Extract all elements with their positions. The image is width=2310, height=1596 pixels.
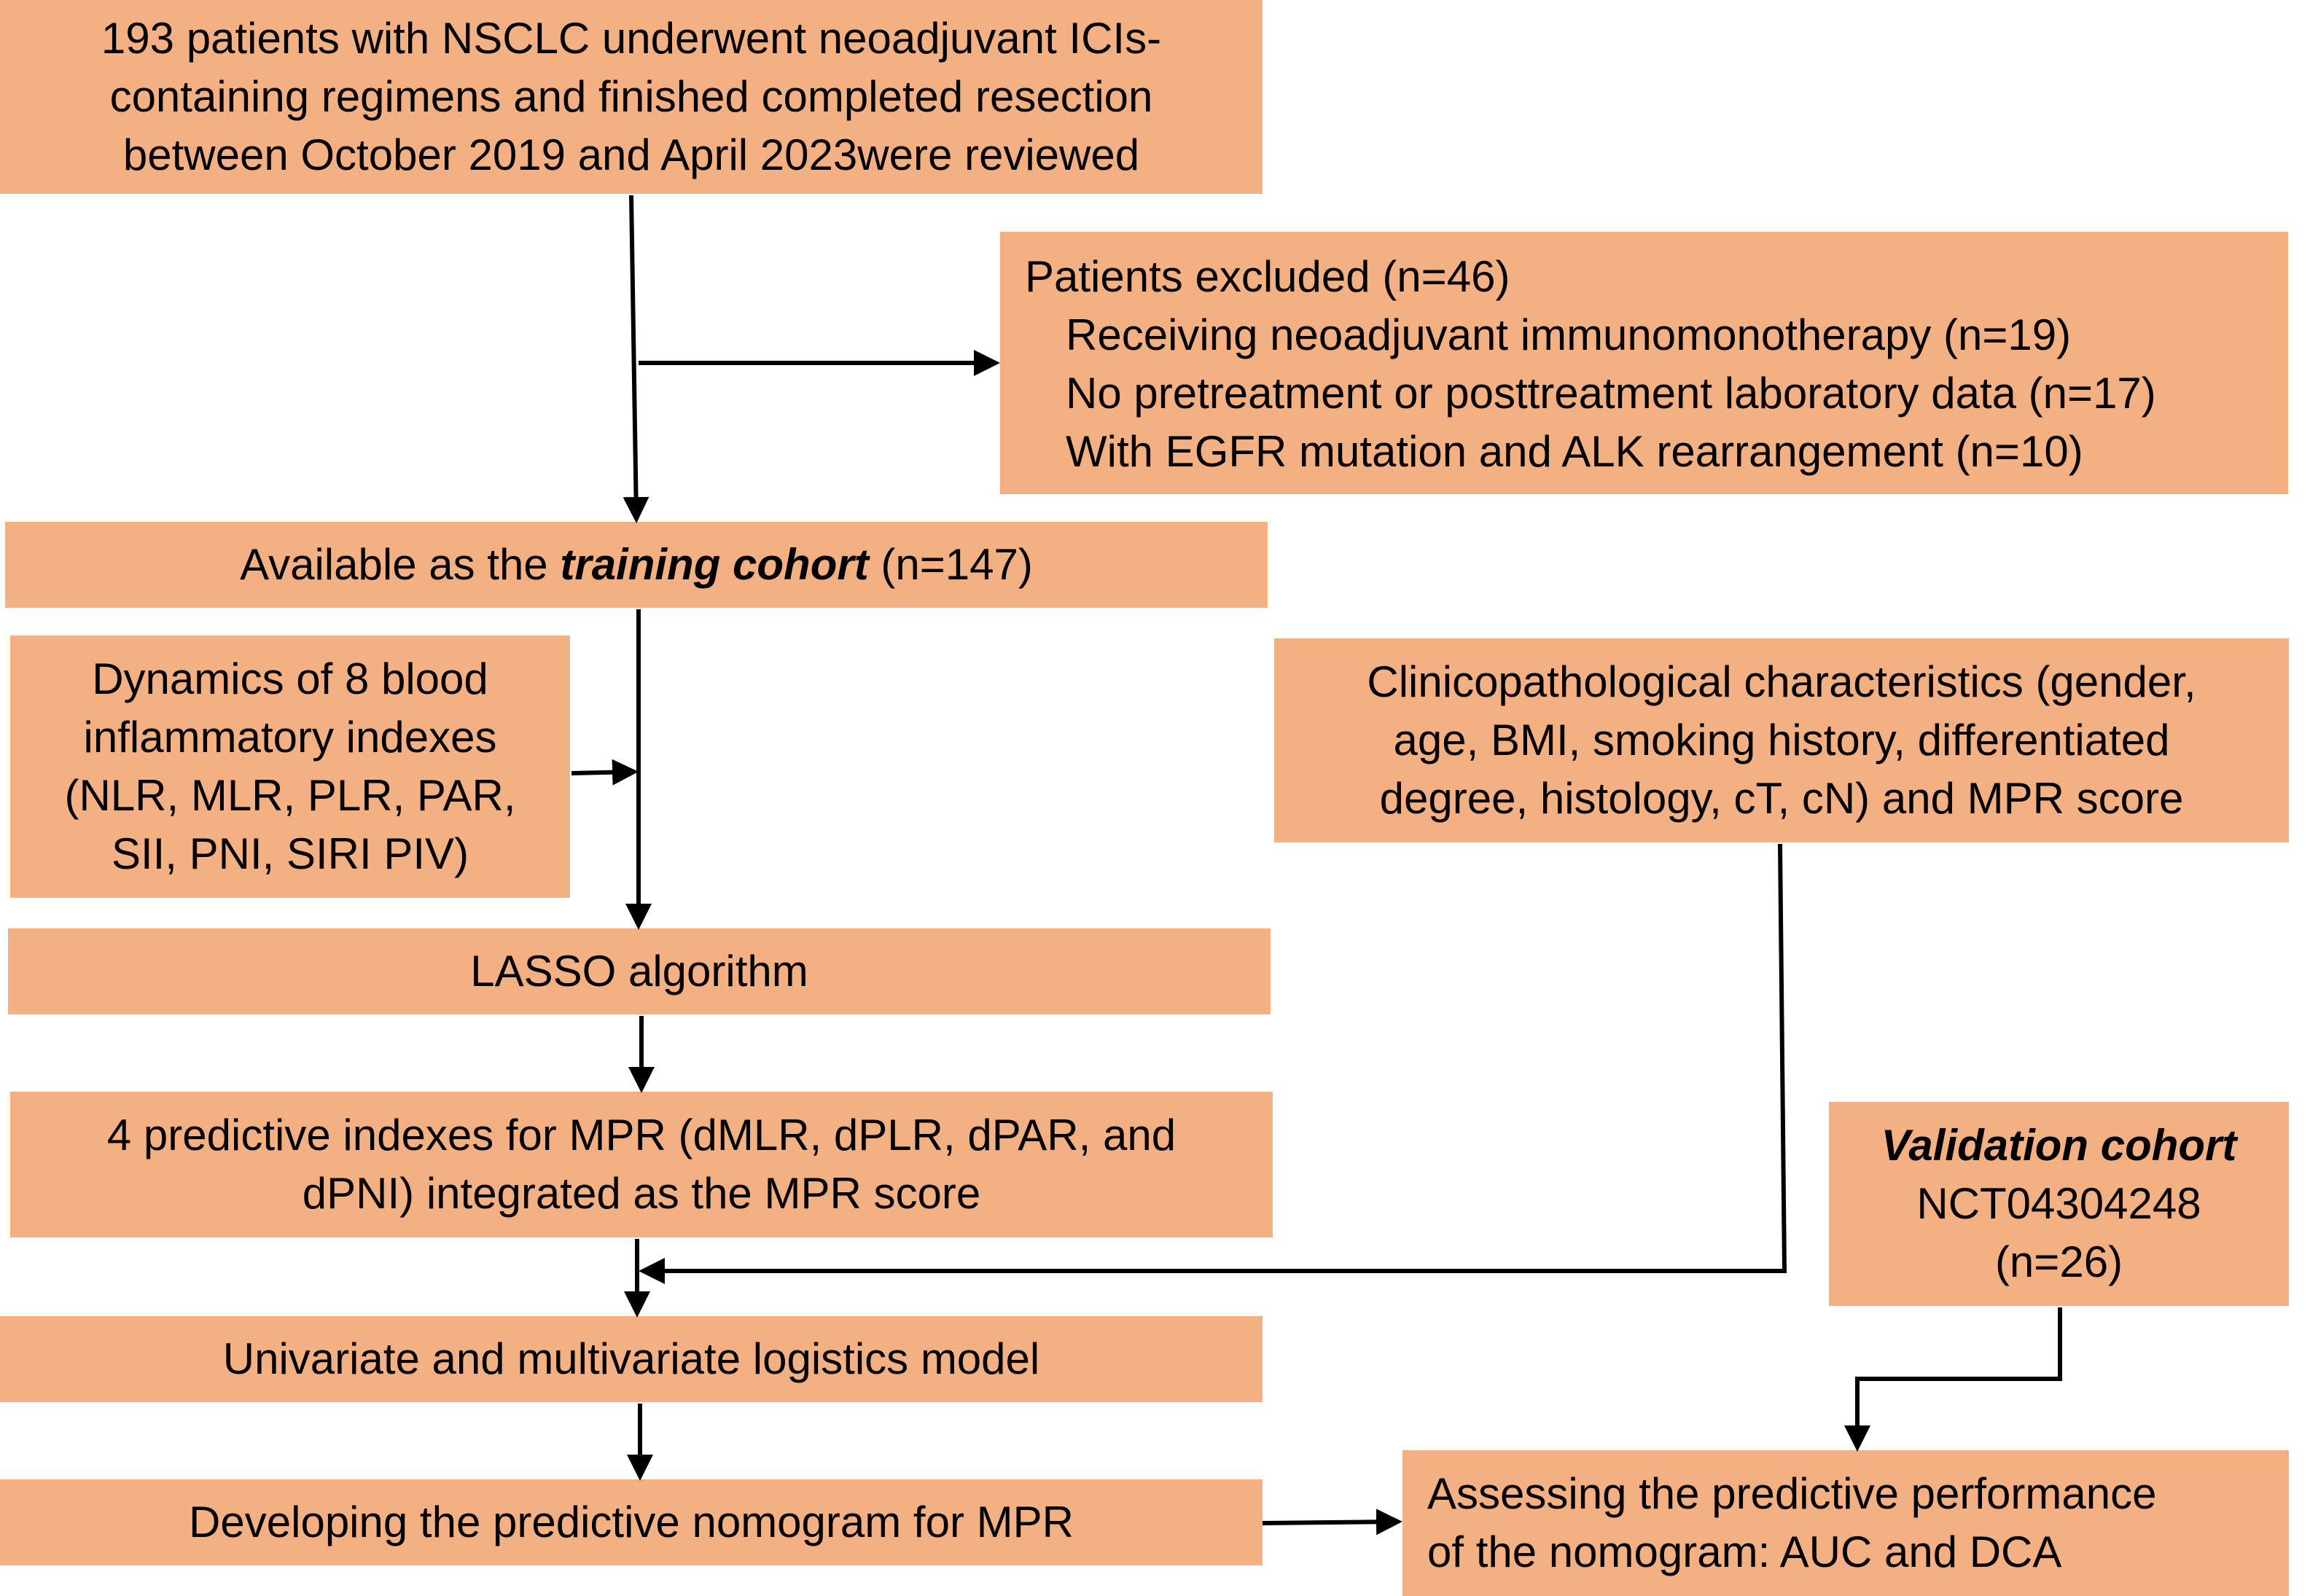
reviewed-line-3: between October 2019 and April 2023were … [122,130,1140,179]
excluded-item-1: Receiving neoadjuvant immunomonotherapy … [1066,310,2072,359]
training-emphasis: training cohort [560,540,869,589]
excluded-title: Patients excluded (n=46) [1025,252,1510,301]
training-prefix: Available as the [240,540,561,589]
lasso-box: LASSO algorithm [8,928,1271,1014]
inflammatory-indexes-box: Dynamics of 8 blood inflammatory indexes… [10,635,570,898]
dynamics-line-4: SII, PNI, SIRI PIV) [111,829,469,878]
predictive-line-1: 4 predictive indexes for MPR (dMLR, dPLR… [106,1111,1177,1159]
excluded-item-2: No pretreatment or posttreatment laborat… [1066,369,2156,418]
nomogram-label: Developing the predictive nomogram for M… [189,1498,1074,1546]
clinicopathological-box: Clinicopathological characteristics (gen… [1274,638,2289,842]
reviewed-line-2: containing regimens and finished complet… [109,72,1153,121]
training-suffix: (n=147) [868,540,1033,589]
training-cohort-box: Available as the training cohort (n=147) [5,522,1268,608]
nomogram-box: Developing the predictive nomogram for M… [0,1479,1263,1565]
validation-title: Validation cohort [1881,1121,2237,1170]
dynamics-line-3: (NLR, MLR, PLR, PAR, [64,771,516,820]
logistics-model-box: Univariate and multivariate logistics mo… [0,1316,1263,1402]
clinical-line-1: Clinicopathological characteristics (gen… [1367,657,2196,706]
reviewed-line-1: 193 patients with NSCLC underwent neoadj… [101,14,1162,63]
validation-line-1: NCT04304248 [1916,1179,2201,1228]
arrow-validation-to-assessing [1844,1307,2062,1452]
clinical-line-3: degree, histology, cT, cN) and MPR score [1379,774,2184,823]
predictive-line-2: dPNI) integrated as the MPR score [302,1169,981,1218]
assessing-performance-box: Assessing the predictive performance of … [1402,1450,2289,1596]
validation-line-2: (n=26) [1994,1237,2123,1286]
arrow-nomogram-to-assessing [1262,1509,1402,1536]
excluded-patients-box: Patients excluded (n=46) Receiving neoad… [1000,232,2288,494]
validation-cohort-box: Validation cohort NCT04304248 (n=26) [1829,1102,2289,1306]
dynamics-line-2: inflammatory indexes [83,713,497,762]
reviewed-patients-box: 193 patients with NSCLC underwent neoadj… [0,0,1263,194]
dynamics-line-1: Dynamics of 8 blood [92,654,488,703]
excluded-item-3: With EGFR mutation and ALK rearrangement… [1066,427,2083,476]
lasso-label: LASSO algorithm [470,947,808,995]
predictive-indexes-box: 4 predictive indexes for MPR (dMLR, dPLR… [10,1092,1273,1237]
logistics-label: Univariate and multivariate logistics mo… [222,1334,1040,1383]
assessing-line-1: Assessing the predictive performance [1427,1469,2157,1518]
arrow-reviewed-to-training [623,195,649,523]
assessing-line-2: of the nomogram: AUC and DCA [1427,1527,2062,1576]
arrow-dynamics-to-main [571,759,639,786]
clinical-line-2: age, BMI, smoking history, differentiate… [1393,716,2170,764]
